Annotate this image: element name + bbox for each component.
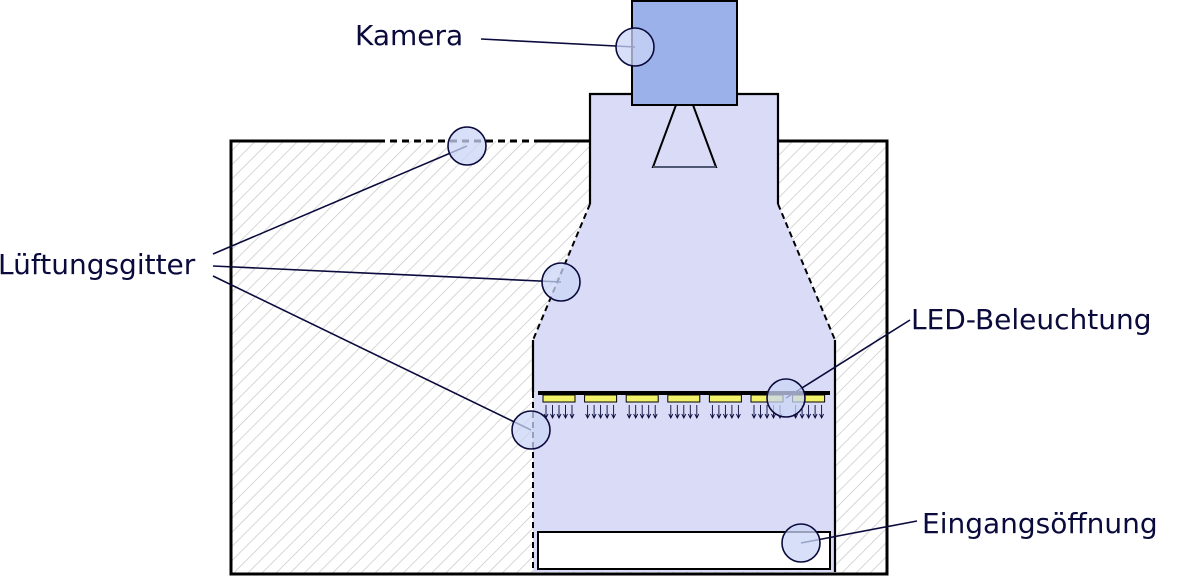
- callout-marker-icon: [511, 410, 551, 450]
- callout-marker-icon: [541, 262, 581, 302]
- light-ray-arrow: [668, 405, 674, 420]
- inner-housing: [533, 94, 835, 572]
- light-ray-arrow: [626, 405, 632, 420]
- label-entrance-opening: Eingangsöffnung: [922, 507, 1158, 540]
- light-ray-arrow: [764, 405, 770, 420]
- entrance-opening: [537, 531, 831, 570]
- light-ray-arrow: [652, 405, 658, 420]
- light-ray-arrow: [716, 405, 722, 420]
- light-ray-arrow: [598, 405, 604, 420]
- light-ray-arrow: [709, 405, 715, 420]
- light-ray-arrow: [687, 405, 693, 420]
- light-ray-arrow: [806, 405, 812, 420]
- led-light-icon: [542, 394, 576, 403]
- led-light-icon: [584, 394, 618, 403]
- enclosure-outline: [229, 139, 889, 576]
- light-ray-arrow: [569, 405, 575, 420]
- light-ray-arrow: [639, 405, 645, 420]
- light-ray-arrow: [819, 405, 825, 420]
- callout-marker-icon: [447, 126, 487, 166]
- light-ray-arrow: [633, 405, 639, 420]
- light-ray-arrow: [585, 405, 591, 420]
- callout-markers: [447, 27, 821, 563]
- light-ray-arrow: [758, 405, 763, 420]
- light-ray-arrow: [812, 405, 818, 420]
- callout-marker-icon: [781, 523, 821, 563]
- light-ray-arrow: [591, 405, 597, 420]
- callout-lines: [212, 38, 918, 544]
- light-ray-arrow: [556, 405, 562, 420]
- light-ray-arrow: [550, 405, 555, 420]
- light-ray-arrow: [604, 405, 610, 420]
- callout-marker-icon: [766, 378, 806, 418]
- light-ray-arrow: [646, 405, 652, 420]
- led-light-icon: [625, 394, 659, 403]
- callout-marker-icon: [615, 27, 655, 67]
- light-ray-arrow: [563, 405, 568, 420]
- light-ray-arrow: [735, 405, 741, 420]
- light-ray-arrow: [722, 405, 728, 420]
- label-ventilation: Lüftungsgitter: [0, 248, 196, 281]
- light-ray-arrow: [674, 405, 680, 420]
- label-led-lighting: LED-Beleuchtung: [911, 303, 1152, 336]
- light-ray-arrow: [681, 405, 687, 420]
- light-ray-arrow: [694, 405, 700, 420]
- label-camera: Kamera: [355, 19, 463, 52]
- led-light-icon: [667, 394, 701, 403]
- light-ray-arrow: [729, 405, 735, 420]
- led-light-icon: [708, 394, 742, 403]
- light-ray-arrow: [751, 405, 757, 420]
- light-ray-arrow: [611, 405, 617, 420]
